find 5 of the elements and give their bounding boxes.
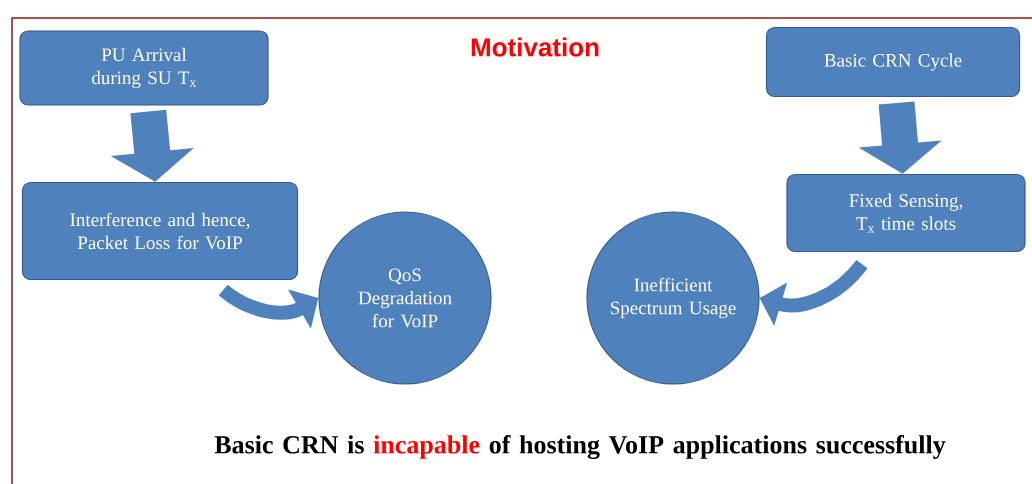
title: Motivation <box>471 37 599 57</box>
conclusion-text: Basic CRN is incapable of hosting VoIP applications successfully <box>214 435 946 459</box>
process-box: Basic CRN Cycle <box>765 26 1021 98</box>
process-box: Fixed Sensing, T$_{x}$ time slots <box>786 173 1026 253</box>
process-box: PU Arrival during SU T$_{x}$ <box>19 30 269 106</box>
